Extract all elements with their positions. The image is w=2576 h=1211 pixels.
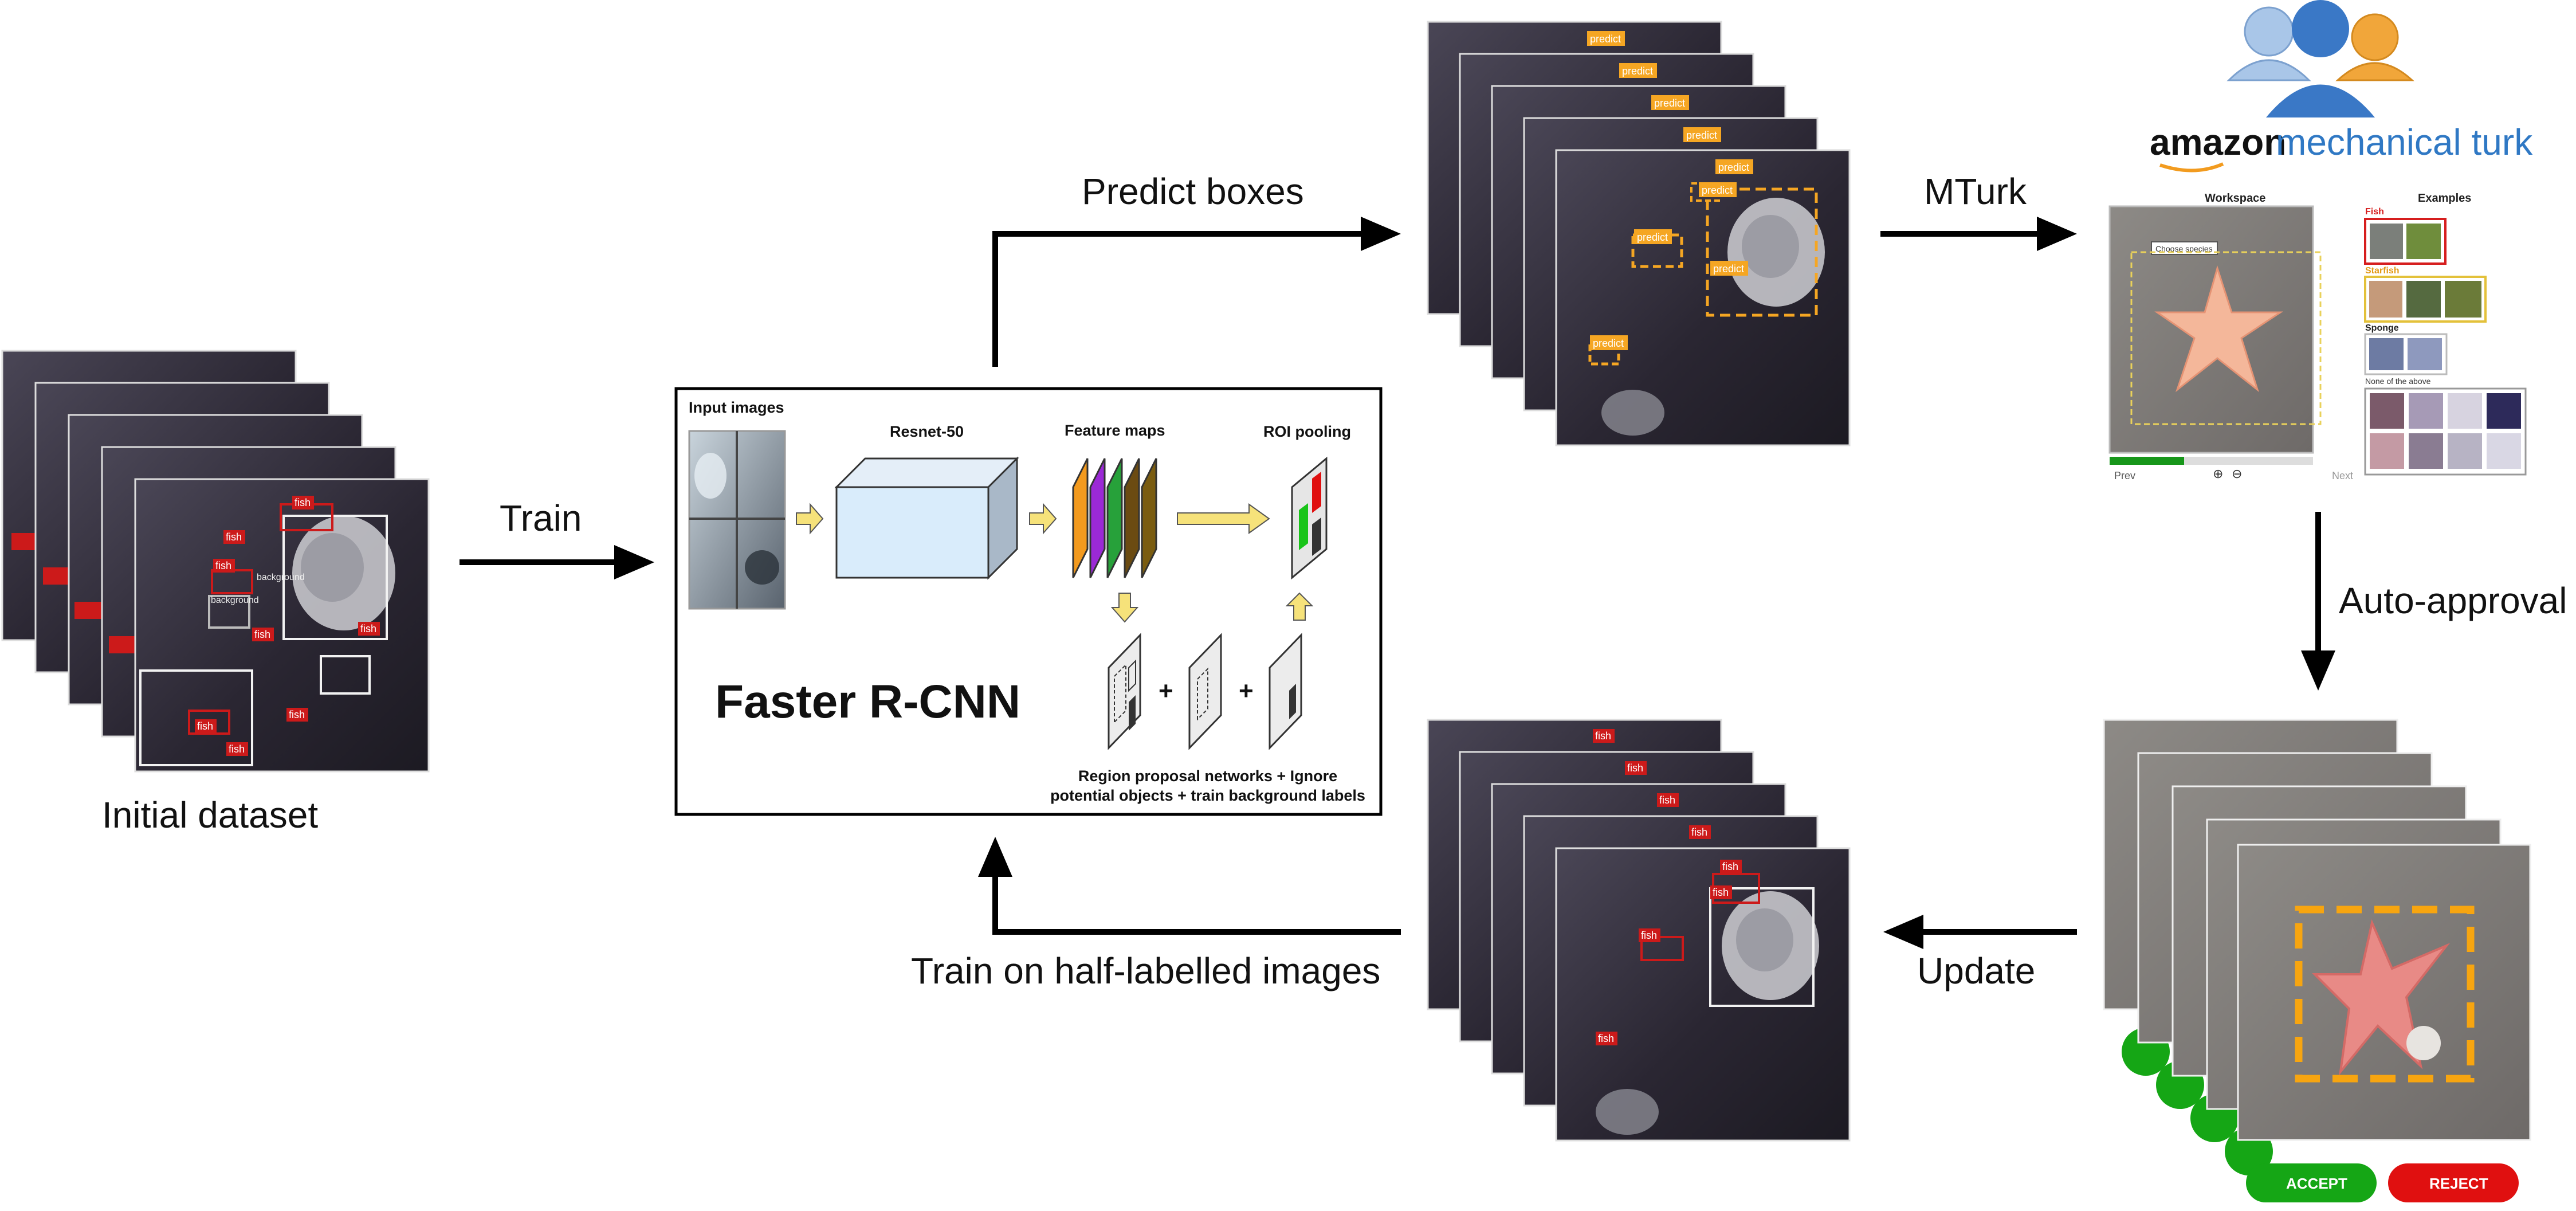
zoom-out-icon[interactable]: ⊖ bbox=[2232, 467, 2242, 481]
train-label: Train bbox=[500, 497, 582, 539]
workspace-label: Workspace bbox=[2205, 192, 2265, 205]
fish-tag: fish bbox=[360, 623, 376, 634]
train-arrow bbox=[460, 545, 654, 579]
fish-tag: fish bbox=[289, 709, 305, 720]
train-half-labelled-label: Train on half-labelled images bbox=[911, 950, 1380, 991]
predict-tag: predict bbox=[1654, 97, 1685, 109]
example-none-label: None of the above bbox=[2365, 377, 2431, 386]
mturk-brand-rest: mechanical turk bbox=[2276, 122, 2533, 163]
approval-stack: ACCEPT REJECT bbox=[2103, 719, 2531, 1202]
train-half-labelled-arrow bbox=[978, 837, 1401, 935]
fish-tag: fish bbox=[254, 629, 270, 640]
feature-maps bbox=[1072, 458, 1157, 578]
predict-boxes-arrow bbox=[992, 217, 1401, 367]
predict-boxes-label: Predict boxes bbox=[1082, 171, 1304, 212]
mturk-task-panel: Workspace Examples Choose species Prev ⊕… bbox=[2108, 192, 2527, 481]
predict-tag: predict bbox=[1590, 33, 1621, 45]
background-tag: background bbox=[257, 573, 305, 582]
dataset-image-front: fish fish fish fish fish fish fish fish … bbox=[134, 478, 430, 773]
yellow-arrow bbox=[1029, 503, 1057, 535]
predict-tag: predict bbox=[1713, 263, 1744, 275]
yellow-arrow bbox=[1177, 503, 1270, 534]
yellow-arrow bbox=[1110, 593, 1139, 623]
species-dropdown-text: Choose species bbox=[2155, 244, 2213, 253]
example-fish-label: Fish bbox=[2365, 207, 2384, 217]
example-sponge-label: Sponge bbox=[2365, 323, 2399, 333]
progress-fill bbox=[2110, 457, 2184, 465]
fish-tag: fish bbox=[1595, 730, 1611, 742]
initial-dataset-stack: fish fish fish fish fish fish fish fish … bbox=[1, 350, 430, 773]
input-images-label: Input images bbox=[689, 399, 784, 416]
fish-tag: fish bbox=[197, 720, 213, 732]
auto-approval-arrow bbox=[2301, 512, 2335, 691]
yellow-arrow bbox=[796, 503, 824, 535]
initial-dataset-label: Initial dataset bbox=[102, 794, 318, 836]
example-starfish-label: Starfish bbox=[2365, 266, 2400, 276]
yellow-arrow bbox=[1285, 592, 1314, 621]
fish-tag: fish bbox=[1641, 930, 1657, 941]
plus-sign: + bbox=[1159, 677, 1173, 705]
rpn-caption-line2: potential objects + train background lab… bbox=[1050, 787, 1365, 804]
feature-maps-label: Feature maps bbox=[1065, 422, 1165, 439]
mturk-logo: amazon mechanical turk bbox=[2150, 0, 2533, 173]
fish-tag: fish bbox=[1598, 1033, 1614, 1044]
zoom-in-icon[interactable]: ⊕ bbox=[2213, 467, 2223, 481]
resnet-label: Resnet-50 bbox=[890, 423, 964, 440]
predict-tag: predict bbox=[1637, 232, 1668, 243]
next-link[interactable]: Next bbox=[2332, 470, 2353, 481]
reject-button-label: REJECT bbox=[2429, 1175, 2488, 1192]
fish-tag: fish bbox=[1713, 887, 1729, 898]
fish-tag: fish bbox=[294, 497, 311, 508]
predict-tag: predict bbox=[1686, 130, 1717, 141]
mturk-label: MTurk bbox=[1924, 171, 2027, 212]
faster-rcnn-title: Faster R-CNN bbox=[715, 676, 1020, 728]
fish-tag: fish bbox=[226, 531, 242, 543]
input-images-thumbnail bbox=[688, 430, 786, 610]
rpn-panels: + + bbox=[1108, 633, 1302, 750]
update-label: Update bbox=[1917, 950, 2035, 991]
examples-label: Examples bbox=[2418, 192, 2471, 205]
reject-button[interactable] bbox=[2388, 1163, 2519, 1202]
fish-tag: fish bbox=[1659, 794, 1675, 806]
mturk-arrow bbox=[1880, 217, 2077, 251]
predict-tag: predict bbox=[1593, 338, 1624, 349]
plus-sign: + bbox=[1239, 677, 1254, 705]
updated-image-front bbox=[1555, 847, 1851, 1142]
accept-button-label: ACCEPT bbox=[2286, 1175, 2347, 1192]
faster-rcnn-box: Input images Resnet-50 Feature maps ROI … bbox=[674, 387, 1383, 816]
roi-pooling-block bbox=[1291, 456, 1328, 580]
mturk-brand-amazon: amazon bbox=[2150, 122, 2286, 163]
fish-tag: fish bbox=[229, 743, 245, 755]
rpn-caption-line1: Region proposal networks + Ignore bbox=[1078, 767, 1337, 785]
fish-tag: fish bbox=[215, 560, 231, 571]
update-arrow bbox=[1883, 915, 2077, 949]
auto-approval-label: Auto-approval bbox=[2339, 580, 2567, 621]
predict-tag: predict bbox=[1622, 65, 1653, 77]
fish-tag: fish bbox=[1627, 762, 1643, 774]
fish-tag: fish bbox=[1722, 861, 1738, 872]
prev-link[interactable]: Prev bbox=[2114, 470, 2135, 481]
background-tag: background bbox=[211, 595, 259, 605]
fish-tag: fish bbox=[1691, 826, 1707, 838]
predict-tag: predict bbox=[1702, 185, 1733, 196]
predict-tag: predict bbox=[1718, 162, 1749, 173]
accept-button[interactable] bbox=[2246, 1163, 2377, 1202]
predicted-images-stack: predict predict predict predict predict … bbox=[1427, 21, 1851, 446]
roi-pooling-label: ROI pooling bbox=[1263, 423, 1351, 440]
starfish-shape bbox=[2154, 265, 2283, 393]
updated-images-stack: fish fish fish fish fish fish fish fish bbox=[1427, 719, 1851, 1142]
resnet-block bbox=[834, 456, 1019, 580]
